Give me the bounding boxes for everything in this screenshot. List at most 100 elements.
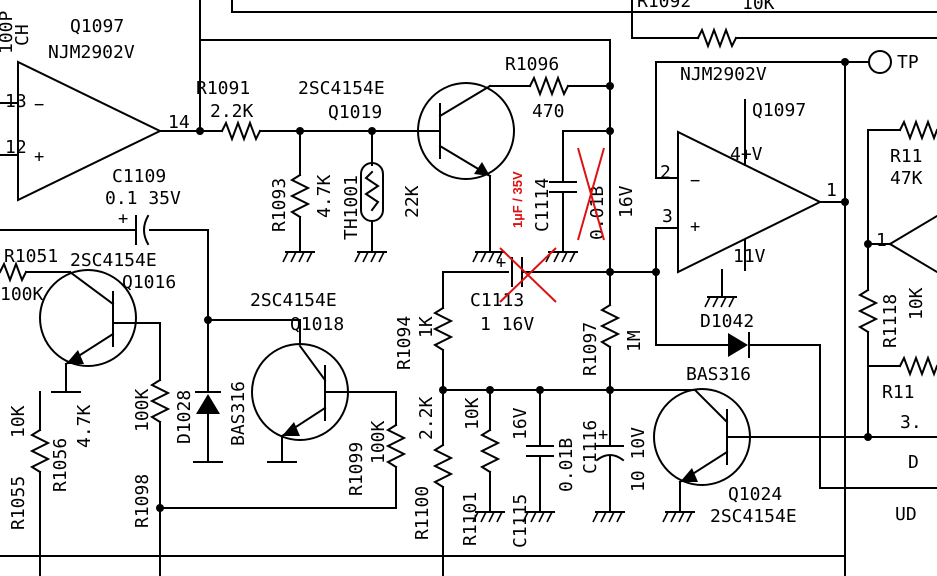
label-r1094: R1094: [394, 316, 415, 370]
label-r1097-value: 1M: [624, 330, 645, 352]
diode-d1028: [196, 394, 220, 414]
label-r1096-value: 470: [532, 101, 565, 122]
label-16v-a: 16V: [616, 185, 637, 218]
label-c1113-value: 1 16V: [480, 314, 534, 335]
opamp-left-body: [17, 60, 163, 202]
ground-symbol: [354, 251, 387, 263]
correction-strike-c1114: [577, 147, 605, 241]
transistor-q1018: [251, 319, 397, 441]
label-njm-top: NJM2902V: [48, 42, 135, 63]
opamp-right: − +: [677, 130, 823, 274]
label-r1092-value: 10K: [742, 0, 775, 14]
label-r1100: R1100: [412, 486, 433, 540]
label-d-edge: D: [908, 452, 919, 473]
label-r1051: R1051: [4, 246, 58, 267]
label-r1098: R1098: [132, 474, 153, 528]
label-r1097: R1097: [580, 322, 601, 376]
label-d1028: D1028: [174, 390, 195, 444]
label-q1024-type: 2SC4154E: [710, 506, 797, 527]
label-cap-top: 100P: [0, 10, 17, 54]
label-c1113: C1113: [470, 290, 524, 311]
label-r1091: R1091: [196, 78, 250, 99]
label-ud-edge: UD: [895, 504, 917, 525]
label-q1016-type: 2SC4154E: [70, 250, 157, 271]
opamp-right-body: [677, 130, 823, 274]
label-q1097-right: Q1097: [752, 100, 806, 121]
label-r1055-value: 10K: [8, 405, 29, 438]
label-r1093-value: 4.7K: [314, 174, 335, 218]
junction: [606, 82, 614, 90]
diode-d1042: [728, 333, 748, 357]
junction: [652, 268, 660, 276]
transistor-q1016: [39, 269, 161, 367]
pin-1: 1: [826, 180, 837, 201]
label-c1116-value2: 10 10V: [628, 427, 649, 492]
opamp-left-plus: +: [34, 147, 44, 167]
ground-symbol: [545, 251, 578, 263]
label-q1018-type: 2SC4154E: [250, 290, 337, 311]
pin-2: 2: [660, 162, 671, 183]
label-d1042-type: BAS316: [686, 364, 751, 385]
label-d1042: D1042: [700, 311, 754, 332]
ground-symbol: [592, 511, 625, 523]
ground-symbol: [282, 251, 315, 263]
label-r1096: R1096: [505, 54, 559, 75]
label-q1018: Q1018: [290, 314, 344, 335]
label-r11x-top-value: 47K: [890, 168, 923, 189]
label-r1091-value: 2.2K: [210, 101, 254, 122]
label-r1101: R1101: [460, 492, 481, 546]
label-r1056-value: 4.7K: [74, 404, 95, 448]
opamp-right-minus: −: [690, 171, 700, 191]
pin-3: 3: [662, 206, 673, 227]
label-q1019-type: 2SC4154E: [298, 78, 385, 99]
c1116-plus: +: [598, 425, 608, 445]
label-c1115: C1115: [510, 494, 531, 548]
label-q1097-top: Q1097: [70, 16, 124, 37]
label-r1098-value: 100K: [132, 388, 153, 432]
junction: [156, 504, 164, 512]
label-r1093: R1093: [269, 178, 290, 232]
label-cap-top-ch: CH: [12, 24, 33, 46]
pin-12: 12: [5, 137, 27, 158]
label-r1055: R1055: [8, 476, 29, 530]
label-q1024: Q1024: [728, 484, 782, 505]
ground-symbol: [472, 511, 505, 523]
label-r1099: R1099: [346, 442, 367, 496]
opamp-left: − + 13 12 14: [0, 60, 190, 202]
c1113-plus: +: [496, 253, 506, 273]
test-point: [868, 50, 892, 74]
label-c1109-value: 0.1 35V: [105, 188, 181, 209]
ground-symbol: [704, 296, 737, 308]
ground-symbol: [522, 511, 555, 523]
pin-14: 14: [168, 112, 190, 133]
label-q1016: Q1016: [122, 272, 176, 293]
label-q1019: Q1019: [328, 102, 382, 123]
label-c1116: C1116: [580, 420, 601, 474]
label-r11x-mid: R11: [882, 382, 915, 403]
label-c1115-value: 16V: [510, 407, 531, 440]
pin-4v: 4+V: [730, 144, 763, 165]
label-tp: TP: [897, 52, 919, 73]
label-r1051-value: 100K: [0, 284, 44, 305]
label-r1118-value: 10K: [906, 287, 927, 320]
label-r1092: R1092: [637, 0, 691, 12]
junction: [841, 58, 849, 66]
label-c1116-value: 0.01B: [556, 438, 577, 492]
ground-symbol: [472, 251, 505, 263]
label-r11x-top: R11: [890, 146, 923, 167]
label-c1109: C1109: [112, 166, 166, 187]
correction-c1114-note: 1µF / 35V: [510, 171, 525, 228]
transistor-q1019: [414, 82, 515, 180]
pin-1b: 1: [876, 230, 887, 251]
label-r11x-mid-value: 3.: [900, 412, 922, 433]
pin-13: 13: [5, 91, 27, 112]
opamp-left-minus: −: [34, 95, 44, 115]
label-r1099-value: 100K: [368, 420, 389, 464]
opamp-right-plus: +: [690, 217, 700, 237]
label-r1118: R1118: [880, 294, 901, 348]
label-r1056: R1056: [50, 438, 71, 492]
label-th1001: TH1001: [341, 175, 362, 240]
label-r1101-value: 10K: [462, 397, 483, 430]
label-th1001-value: 22K: [402, 185, 423, 218]
